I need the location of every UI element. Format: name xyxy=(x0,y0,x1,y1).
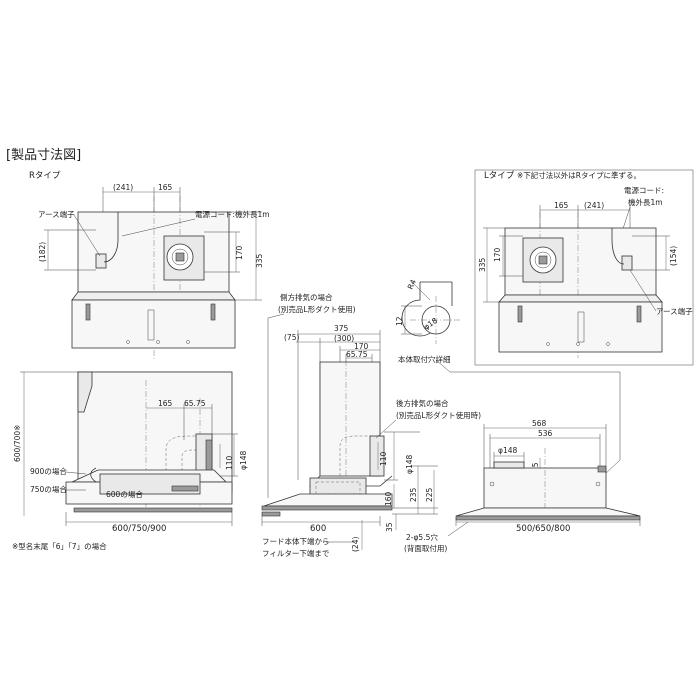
l-cord-label-2: 機外長1m xyxy=(628,197,663,207)
l-dim-335: 335 xyxy=(478,257,487,272)
side-dim-300: (300) xyxy=(334,334,354,343)
top-dim-phi148: φ148 xyxy=(498,446,517,455)
side-dim-600: 600 xyxy=(310,524,326,534)
l-type-view: Lタイプ ※下記寸法以外はRタイプに準ずる。 165 (241) 電源コード: … xyxy=(474,169,694,366)
front-case-900: 900の場合 xyxy=(30,466,67,476)
r-type-view: Rタイプ (241) 165 (182) xyxy=(29,171,270,360)
front-dim-phi148: φ148 xyxy=(239,451,248,470)
side-dim-235: 235 xyxy=(409,487,418,502)
side-dim-24: (24) xyxy=(351,537,360,552)
side-dim-75: (75) xyxy=(284,333,299,342)
side-dim-375: 375 xyxy=(334,324,349,333)
top-dim-75: 75 xyxy=(531,462,540,472)
side-dim-160: 160 xyxy=(384,491,393,506)
top-dim-568: 568 xyxy=(532,419,547,428)
rear-exhaust-label-2: (別売品L形ダクト使用時) xyxy=(396,410,481,420)
top-width: 500/650/800 xyxy=(516,524,570,534)
front-dim-165: 165 xyxy=(158,399,173,408)
side-dim-170: 170 xyxy=(354,342,369,351)
r-dim-335: 335 xyxy=(255,253,264,268)
side-dim-35: 35 xyxy=(385,522,394,532)
l-dim-170: 170 xyxy=(493,247,502,262)
top-dim-536: 536 xyxy=(538,429,553,438)
top-view: 568 536 φ148 75 500/650/800 2-φ5.5穴 (背面取… xyxy=(404,419,641,553)
mounting-hole-detail: R4 12 φ18 本体取付穴詳細 xyxy=(395,278,621,476)
top-hole-note-1: 2-φ5.5穴 xyxy=(406,532,438,542)
l-type-note: ※下記寸法以外はRタイプに準ずる。 xyxy=(517,170,641,180)
rear-exhaust-label-1: 後方排気の場合 xyxy=(396,398,449,408)
side-dim-110: 110 xyxy=(379,451,388,466)
r-power-cord-label: 電源コード:機外長1m xyxy=(195,209,270,219)
drawing-title: [製品寸法図] xyxy=(6,148,81,163)
front-footnote: ※型名末尾「6」「7」の場合 xyxy=(12,541,107,551)
l-dim-165: 165 xyxy=(554,201,569,210)
front-dim-110: 110 xyxy=(225,455,234,470)
l-cord-label-1: 電源コード: xyxy=(624,186,664,195)
side-dim-225: 225 xyxy=(425,487,434,502)
side-exhaust-label-1: 側方排気の場合 xyxy=(280,292,333,302)
r-dim-241: (241) xyxy=(113,183,133,192)
hole-detail-caption: 本体取付穴詳細 xyxy=(398,354,451,364)
hole-dim-12: 12 xyxy=(395,316,404,326)
side-dim-phi148: φ148 xyxy=(405,455,414,474)
l-type-label: Lタイプ xyxy=(484,171,515,181)
l-dim-241: (241) xyxy=(584,201,604,210)
hood-note-2: フィルター下端まで xyxy=(262,548,329,558)
r-dim-165: 165 xyxy=(158,183,173,192)
front-dim-6575: 65.75 xyxy=(184,399,206,408)
hood-note-1: フード本体下端から xyxy=(262,536,330,546)
side-view: 側方排気の場合 (別売品L形ダクト使用) 375 (75) (300) 170 … xyxy=(261,292,481,558)
r-dim-170: 170 xyxy=(235,245,244,260)
front-view: 600/700※ 165 65.75 φ148 110 900の場合 xyxy=(12,371,248,551)
r-earth-terminal-label: アース端子 xyxy=(38,209,75,219)
front-case-600: 600の場合 xyxy=(106,489,143,499)
front-height-note: 600/700※ xyxy=(13,425,22,462)
front-width: 600/750/900 xyxy=(112,524,166,534)
side-exhaust-label-2: (別売品L形ダクト使用) xyxy=(278,304,356,314)
r-type-label: Rタイプ xyxy=(29,171,61,181)
top-hole-note-2: (背面取付用) xyxy=(404,543,447,553)
l-dim-154: (154) xyxy=(669,246,678,266)
hole-r4-label: R4 xyxy=(406,278,418,291)
front-case-750: 750の場合 xyxy=(30,484,67,494)
side-dim-6575: 65.75 xyxy=(346,350,368,359)
l-earth-terminal-label: アース端子 xyxy=(656,306,693,316)
r-dim-182: (182) xyxy=(38,242,47,262)
